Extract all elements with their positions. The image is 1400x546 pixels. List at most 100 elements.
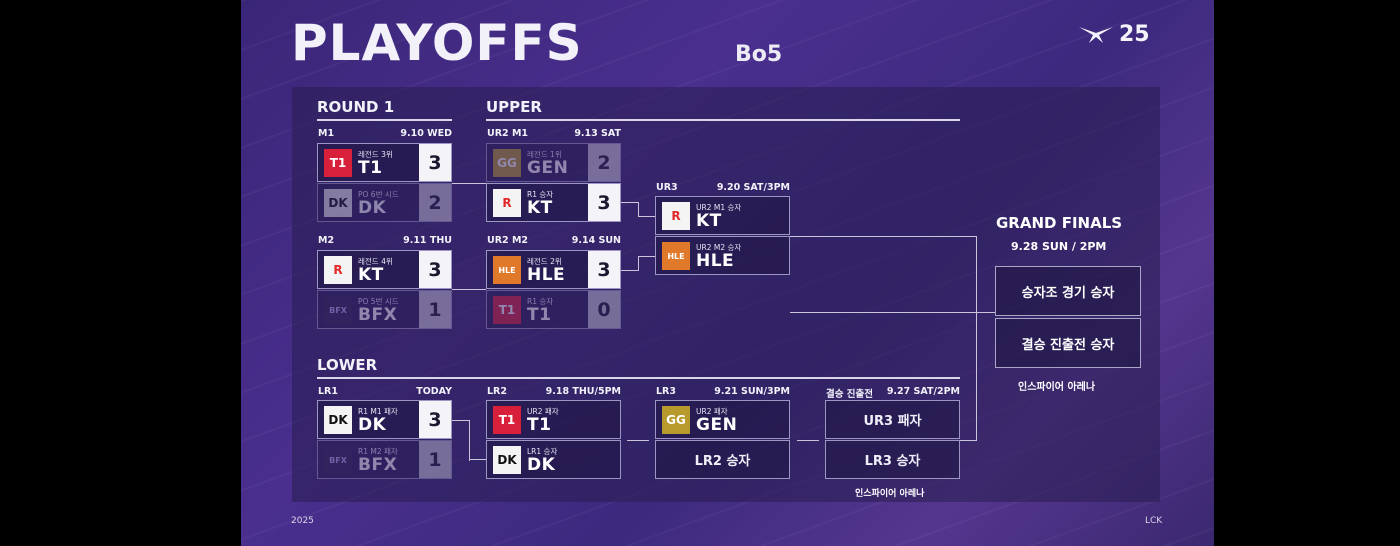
lck-logo: 25 (1079, 22, 1150, 47)
team-name: DK (358, 415, 387, 435)
match-date: TODAY (416, 386, 452, 397)
match-lr3[interactable]: GG UR2 패자 GEN LR2 승자 (655, 400, 790, 480)
connector (621, 256, 639, 271)
team-row: HLE UR2 M2 승자 HLE (655, 236, 790, 275)
team-name: BFX (358, 455, 398, 475)
team-seed: 레전드 3위 (358, 150, 393, 159)
connector (621, 202, 639, 217)
team-name: GEN (527, 158, 569, 178)
team-seed: R1 승자 (527, 297, 554, 306)
team-name: T1 (527, 305, 552, 325)
team-row-loser: DK PO 6번 시드 DK 2 (317, 183, 452, 222)
slot-placeholder: LR3 승자 (825, 440, 960, 479)
team-logo-t1: T1 (493, 296, 521, 324)
team-seed: UR2 패자 (696, 407, 728, 416)
match-label: UR2 M1 (487, 128, 529, 139)
match-lr1[interactable]: DK R1 M1 패자 DK 3 BFX R1 M2 패자 BFX 1 (317, 400, 452, 480)
format-label: Bo5 (735, 42, 783, 67)
team-row-winner: R 레전드 4위 KT 3 (317, 250, 452, 289)
team-row: DK LR1 승자 DK (486, 440, 621, 479)
grand-finals-slot-2[interactable]: 결승 진출전 승자 (995, 318, 1141, 368)
team-logo-hle: HLE (493, 256, 521, 284)
match-header-ur3: UR3 9.20 SAT/3PM (656, 182, 790, 193)
match-header-lr1: LR1 TODAY (318, 386, 452, 397)
team-name: HLE (696, 251, 735, 271)
round1-heading: ROUND 1 (317, 98, 395, 116)
team-row-winner: HLE 레전드 2위 HLE 3 (486, 250, 621, 289)
match-label: 결승 진출전 (826, 389, 874, 400)
match-label: UR3 (656, 182, 678, 193)
match-final-qual[interactable]: UR3 패자 LR3 승자 (825, 400, 960, 480)
match-header-ur2m1: UR2 M1 9.13 SAT (487, 128, 621, 139)
connector (638, 256, 655, 257)
team-seed: R1 M1 패자 (358, 407, 398, 416)
team-row-loser: BFX R1 M2 패자 BFX 1 (317, 440, 452, 479)
team-row-winner: DK R1 M1 패자 DK 3 (317, 400, 452, 439)
team-row-winner: T1 레전드 3위 T1 3 (317, 143, 452, 182)
team-row: GG UR2 패자 GEN (655, 400, 790, 439)
match-label: LR1 (318, 386, 338, 397)
team-name: DK (527, 455, 556, 475)
match-label: UR2 M2 (487, 235, 529, 246)
team-score: 3 (419, 401, 451, 438)
match-header-lr3: LR3 9.21 SUN/3PM (656, 386, 790, 397)
team-seed: R1 승자 (527, 190, 554, 199)
match-header-lr2: LR2 9.18 THU/5PM (487, 386, 621, 397)
team-name: DK (358, 198, 387, 218)
team-name: KT (527, 198, 553, 218)
connector (797, 440, 819, 441)
match-date: 9.11 THU (403, 235, 452, 246)
grand-finals-venue: 인스파이어 아레나 (1018, 382, 1096, 393)
match-lr2[interactable]: T1 UR2 패자 T1 DK LR1 승자 DK (486, 400, 621, 480)
round1-divider (317, 119, 452, 121)
page-title: PLAYOFFS (291, 14, 583, 72)
team-row-loser: BFX PO 5번 시드 BFX 1 (317, 290, 452, 329)
match-date: 9.18 THU/5PM (545, 386, 621, 397)
team-logo-kt: R (493, 189, 521, 217)
match-date: 9.21 SUN/3PM (714, 386, 790, 397)
wing-icon (1079, 26, 1113, 43)
lower-divider (317, 377, 960, 379)
team-row-loser: T1 R1 승자 T1 0 (486, 290, 621, 329)
connector (469, 459, 486, 460)
team-name: KT (696, 211, 722, 231)
team-logo-gen: GG (662, 406, 690, 434)
grand-finals-date: 9.28 SUN / 2PM (1011, 240, 1107, 253)
match-date: 9.27 SAT/2PM (886, 386, 960, 397)
team-row: T1 UR2 패자 T1 (486, 400, 621, 439)
team-score: 3 (419, 144, 451, 181)
team-name: KT (358, 265, 384, 285)
match-ur2m2[interactable]: HLE 레전드 2위 HLE 3 T1 R1 승자 T1 0 (486, 250, 621, 330)
match-date: 9.20 SAT/3PM (716, 182, 790, 193)
match-header-m2: M2 9.11 THU (318, 235, 452, 246)
team-row: R UR2 M1 승자 KT (655, 196, 790, 235)
match-date: 9.10 WED (400, 128, 452, 139)
team-score: 3 (419, 251, 451, 288)
team-seed: 레전드 2위 (527, 257, 562, 266)
lower-heading: LOWER (317, 356, 378, 374)
logo-text: 25 (1119, 22, 1150, 47)
connector (627, 440, 649, 441)
match-header-ur2m2: UR2 M2 9.14 SUN (487, 235, 621, 246)
grand-finals-slot-1[interactable]: 승자조 경기 승자 (995, 266, 1141, 316)
team-score: 0 (588, 291, 620, 328)
team-score: 1 (419, 291, 451, 328)
match-date: 9.13 SAT (574, 128, 621, 139)
team-name: HLE (527, 265, 566, 285)
team-logo-bfx: BFX (324, 296, 352, 324)
match-ur3[interactable]: R UR2 M1 승자 KT HLE UR2 M2 승자 HLE (655, 196, 790, 276)
match-label: LR3 (656, 386, 676, 397)
match-m1[interactable]: T1 레전드 3위 T1 3 DK PO 6번 시드 DK 2 (317, 143, 452, 223)
slot-placeholder: LR2 승자 (655, 440, 790, 479)
team-score: 2 (588, 144, 620, 181)
team-seed: PO 5번 시드 (358, 297, 399, 306)
team-logo-dk: DK (324, 406, 352, 434)
team-seed: 레전드 1위 (527, 150, 562, 159)
team-row-winner: R R1 승자 KT 3 (486, 183, 621, 222)
match-ur2m1[interactable]: GG 레전드 1위 GEN 2 R R1 승자 KT 3 (486, 143, 621, 223)
team-seed: UR2 M1 승자 (696, 203, 742, 212)
footer-brand: LCK (1145, 516, 1163, 526)
team-name: GEN (696, 415, 738, 435)
footer-year: 2025 (291, 516, 314, 526)
match-m2[interactable]: R 레전드 4위 KT 3 BFX PO 5번 시드 BFX 1 (317, 250, 452, 330)
